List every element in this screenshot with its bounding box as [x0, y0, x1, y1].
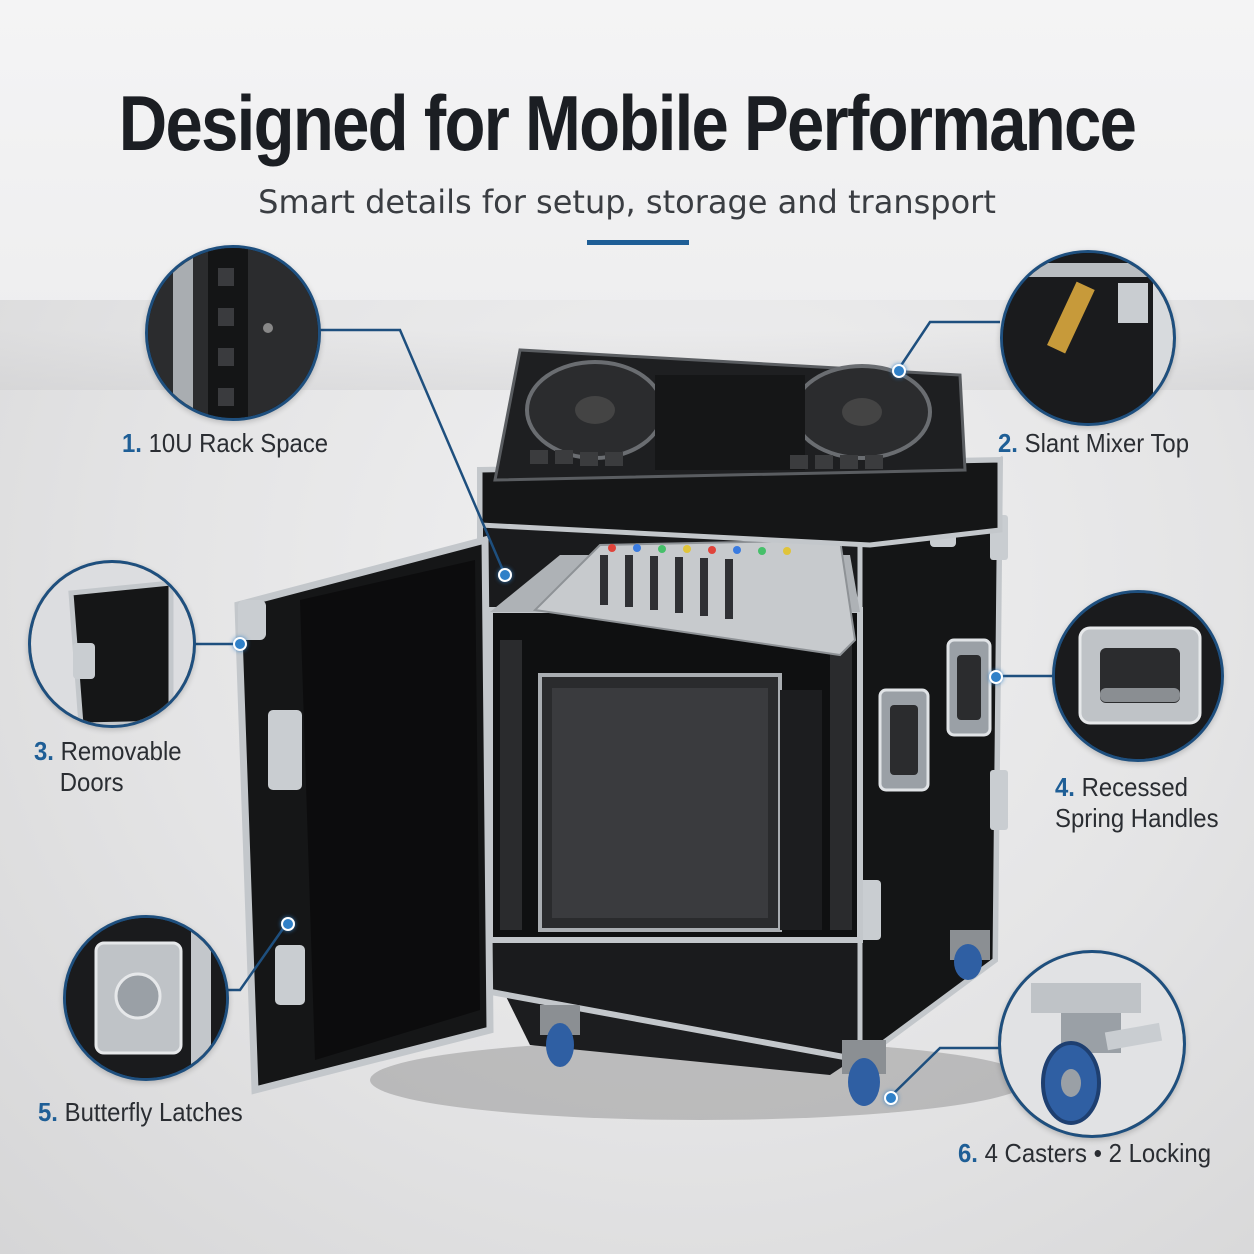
feature-1-label: 1. 10U Rack Space	[122, 428, 329, 458]
page-title: Designed for Mobile Performance	[118, 79, 1137, 167]
callout-door-image	[28, 560, 196, 728]
callout-rack-space-image	[145, 245, 321, 421]
marker-slant-top	[892, 364, 906, 378]
marker-door	[233, 637, 247, 651]
marker-handle	[989, 670, 1003, 684]
feature-3-label: 3. Removable Doors	[34, 736, 182, 797]
door-corner-icon	[31, 563, 193, 725]
marker-latch	[281, 917, 295, 931]
feature-2-label: 2. Slant Mixer Top	[998, 428, 1190, 458]
title-underline	[587, 240, 689, 245]
feature-5-label: 5. Butterfly Latches	[38, 1097, 243, 1127]
feature-4-label: 4. Recessed Spring Handles	[1055, 772, 1219, 833]
callout-handle-image	[1052, 590, 1224, 762]
marker-rack-space	[498, 568, 512, 582]
page-subtitle: Smart details for setup, storage and tra…	[258, 183, 996, 221]
caster-wheel-icon	[1001, 953, 1183, 1135]
callout-latch-image	[63, 915, 229, 1081]
callout-slant-top-image	[1000, 250, 1176, 426]
butterfly-latch-icon	[66, 918, 226, 1078]
marker-caster	[884, 1091, 898, 1105]
feature-6-label: 6. 4 Casters • 2 Locking	[958, 1138, 1212, 1168]
callout-caster-image	[998, 950, 1186, 1138]
slant-hinge-icon	[1003, 253, 1173, 423]
spring-handle-icon	[1055, 593, 1221, 759]
rack-rail-icon	[148, 248, 318, 418]
